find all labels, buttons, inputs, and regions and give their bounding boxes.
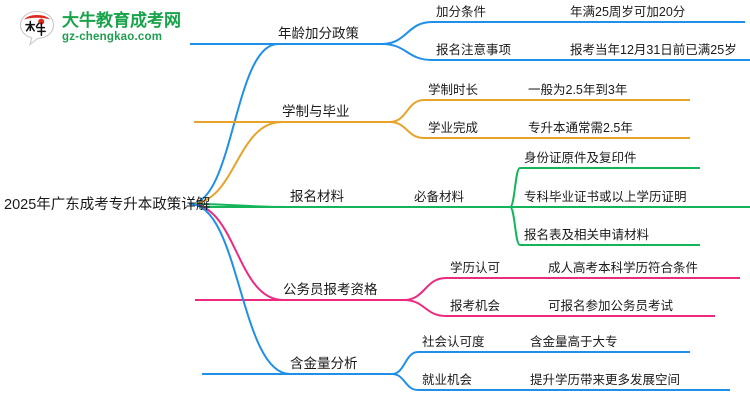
site-url: gz-chengkao.com: [62, 31, 163, 44]
mindmap-leaf-label: 身份证原件及复印件: [524, 150, 637, 165]
mindmap-subbranch-label: 加分条件: [436, 5, 486, 19]
site-logo-block: 大牛教育成考网 gz-chengkao.com: [18, 9, 181, 47]
mindmap-connector: [389, 99, 425, 123]
mindmap-connector: [509, 206, 521, 246]
mindmap-subbranch-label: 报名注意事项: [436, 42, 511, 57]
mindmap-branch-label: 报名材料: [290, 189, 344, 204]
mindmap-leaf-label: 提升学历带来更多发展空间: [530, 372, 680, 387]
mindmap-leaf-label: 报名表及相关申请材料: [524, 227, 650, 242]
mindmap-leaf-label: 一般为2.5年到3年: [528, 82, 627, 97]
mindmap-leaf-label: 年满25周岁可加20分: [570, 4, 685, 19]
mindmap-subbranch-label: 报考机会: [450, 298, 501, 313]
mindmap-connector: [189, 43, 279, 205]
mindmap-leaf-label: 专科毕业证书或以上学历证明: [524, 189, 687, 204]
mindmap-subbranch-label: 学制时长: [428, 82, 479, 97]
mindmap-leaf-label: 成人高考本科学历符合条件: [548, 260, 698, 275]
mindmap-subbranch-label: 学业完成: [428, 120, 478, 135]
mindmap-connector: [189, 121, 283, 205]
mindmap-connector: [391, 373, 419, 391]
daniu-speech-bubble-logo-icon: [18, 9, 56, 47]
mindmap-connector: [389, 121, 425, 139]
mindmap-branch-label: 学制与毕业: [282, 104, 350, 119]
mindmap-subbranch-label: 社会认可度: [422, 334, 485, 349]
mindmap-connector: [189, 203, 291, 375]
site-name: 大牛教育成考网: [62, 11, 181, 31]
mindmap-subbranch-label: 就业机会: [422, 372, 473, 387]
mindmap-subbranch-label: 学历认可: [450, 260, 500, 275]
mindmap-leaf-label: 可报名参加公务员考试: [548, 298, 674, 313]
mindmap-connector: [381, 21, 433, 45]
mindmap-connector: [381, 43, 433, 61]
mindmap-connector: [509, 167, 521, 208]
mindmap-branch-label: 年龄加分政策: [278, 25, 359, 41]
brand-text-wrap: 大牛教育成考网 gz-chengkao.com: [62, 12, 181, 44]
mindmap-branch-label: 含金量分析: [290, 356, 358, 371]
mindmap-links: [189, 21, 750, 391]
mindmap-leaf-label: 含金量高于大专: [530, 334, 618, 349]
mindmap-labels: 2025年广东成考专升本政策详解 年龄加分政策 加分条件 年满25周岁可加20分报名注…: [4, 4, 737, 387]
mindmap-leaf-label: 报考当年12月31日前已满25岁: [570, 42, 737, 57]
mindmap-connector: [189, 203, 284, 301]
mindmap-root-label: 2025年广东成考专升本政策详解: [4, 196, 210, 213]
mindmap-subbranch-label: 必备材料: [414, 190, 465, 204]
mindmap-connector: [391, 351, 419, 375]
mindmap-connector: [403, 299, 447, 317]
mindmap-leaf-label: 专升本通常需2.5年: [528, 120, 633, 135]
mindmap-connector: [403, 277, 447, 301]
mindmap-branch-label: 公务员报考资格: [283, 282, 378, 297]
